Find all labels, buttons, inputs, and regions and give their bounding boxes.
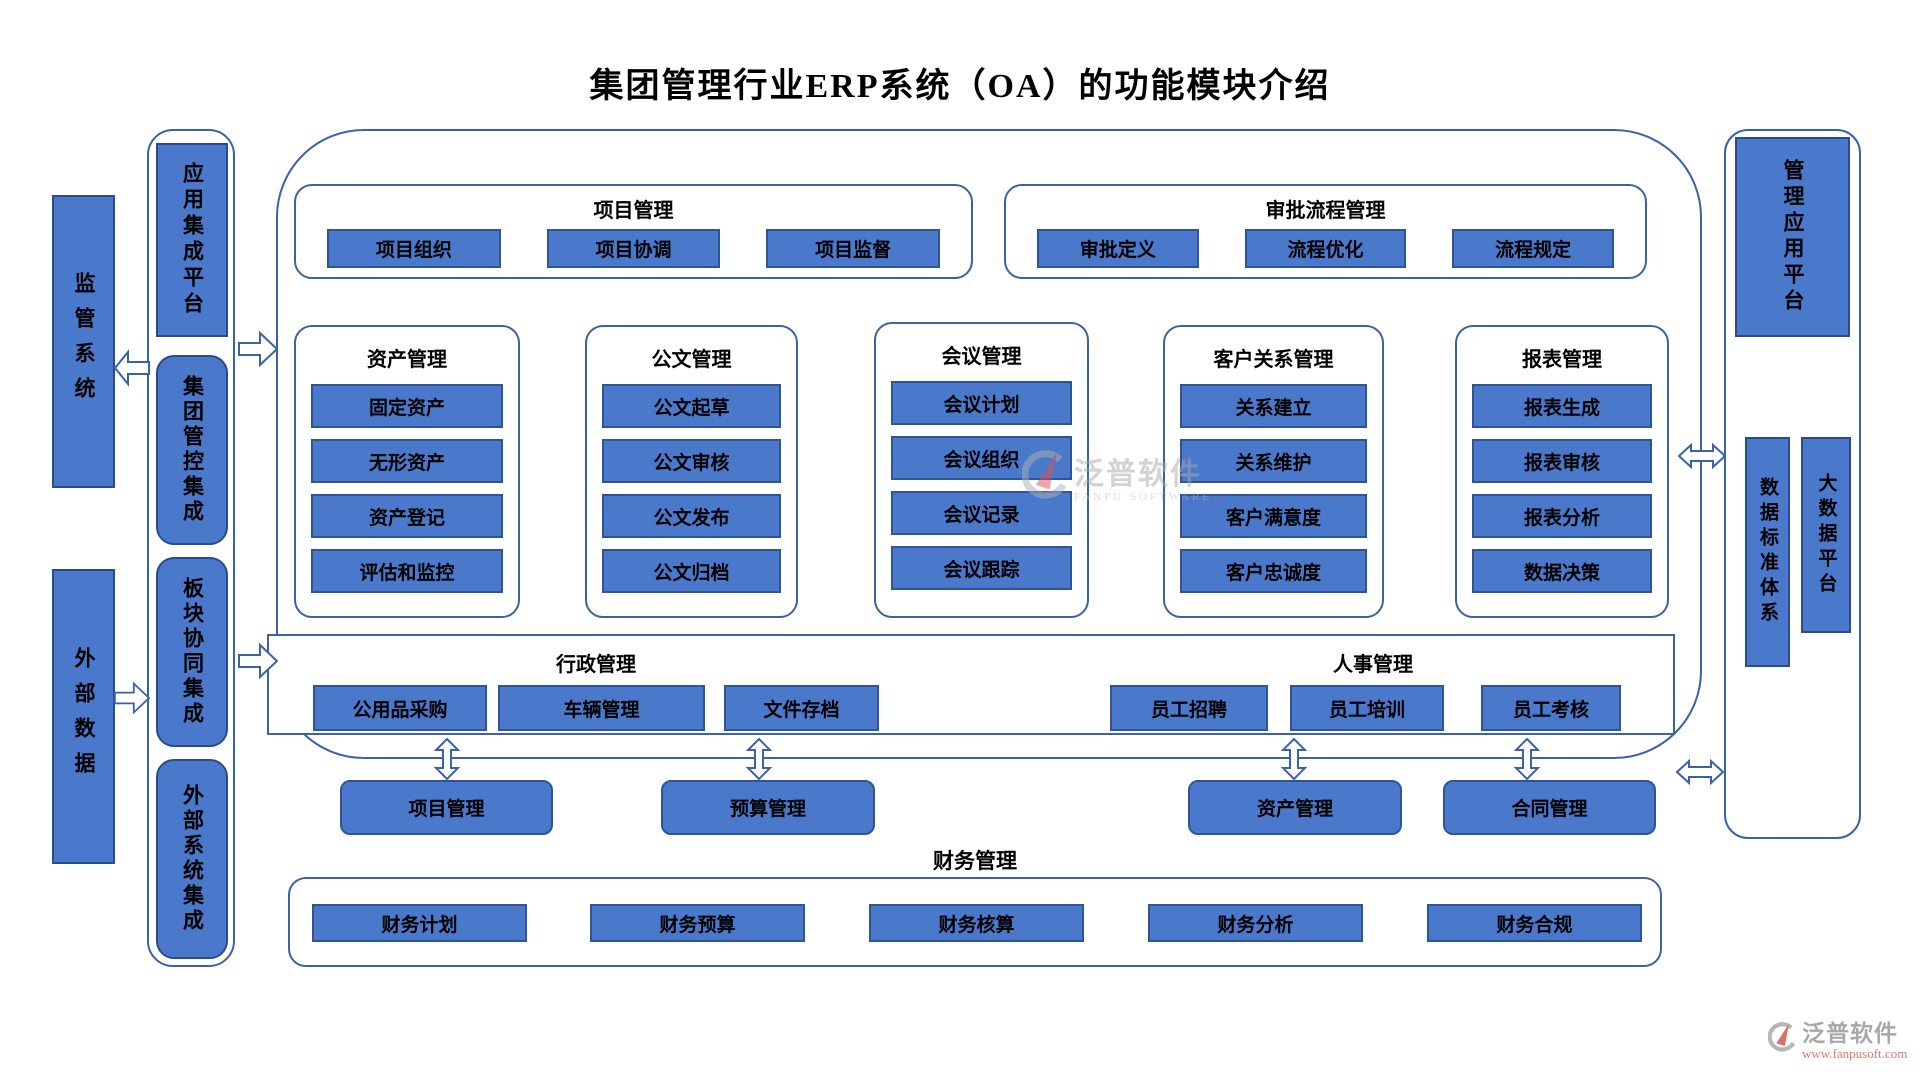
module-chip-project-coord[interactable]: 项目协调: [546, 229, 721, 268]
linked-module-project-management[interactable]: 项目管理: [340, 780, 553, 835]
node-label: 大数据平台: [1815, 472, 1837, 598]
node-data-standard-system[interactable]: 数据标准体系: [1745, 437, 1790, 667]
module-chip-finance-analysis[interactable]: 财务分析: [1148, 904, 1363, 942]
linked-module-contract-management[interactable]: 合同管理: [1443, 780, 1656, 835]
module-chip-customer-satisfaction[interactable]: 客户满意度: [1180, 494, 1367, 538]
module-chip-report-generate[interactable]: 报表生成: [1472, 384, 1652, 428]
section-title: 项目管理: [593, 200, 674, 222]
module-chip-file-archive[interactable]: 文件存档: [724, 685, 879, 731]
watermark-corner: 泛普软件 www.fanpusoft.com: [1767, 1020, 1908, 1063]
module-chip-meeting-org[interactable]: 会议组织: [891, 436, 1072, 480]
module-chip-doc-draft[interactable]: 公文起草: [602, 384, 781, 428]
section-title: 客户关系管理: [1213, 349, 1334, 371]
module-chip-doc-publish[interactable]: 公文发布: [602, 494, 781, 538]
module-chip-report-analysis[interactable]: 报表分析: [1472, 494, 1652, 538]
node-label: 监管系统: [72, 271, 96, 412]
button-row: 审批定义 流程优化 流程规定: [1006, 229, 1645, 279]
module-chip-recruiting[interactable]: 员工招聘: [1110, 685, 1268, 731]
module-chip-appraisal[interactable]: 员工考核: [1481, 685, 1621, 731]
module-chip-evaluation-monitoring[interactable]: 评估和监控: [311, 549, 503, 593]
arrow-link-contract: [1514, 738, 1540, 780]
node-label: 应用集成平台: [180, 162, 205, 318]
module-chip-vehicle-management[interactable]: 车辆管理: [498, 685, 705, 731]
module-chip-finance-plan[interactable]: 财务计划: [312, 904, 527, 942]
section-asset-management: 资产管理 固定资产 无形资产 资产登记 评估和监控: [294, 325, 520, 618]
arrow-link-asset: [1281, 738, 1307, 780]
module-chip-report-review[interactable]: 报表审核: [1472, 439, 1652, 483]
module-chip-doc-review[interactable]: 公文审核: [602, 439, 781, 483]
watermark-brand: 泛普软件: [1074, 457, 1202, 491]
module-chip-project-org[interactable]: 项目组织: [327, 229, 501, 268]
linked-module-asset-management[interactable]: 资产管理: [1188, 780, 1402, 835]
page-title: 集团管理行业ERP系统（OA）的功能模块介绍: [589, 68, 1331, 105]
module-chip-relation-maintain[interactable]: 关系维护: [1180, 439, 1367, 483]
arrow-integration-to-main-bottom: [238, 642, 278, 680]
fanpu-logo-icon: [1021, 448, 1068, 513]
module-chip-asset-registration[interactable]: 资产登记: [311, 494, 503, 538]
section-title-admin: 行政管理: [556, 654, 636, 676]
module-chip-relation-build[interactable]: 关系建立: [1180, 384, 1367, 428]
node-group-control-integration[interactable]: 集团管控集成: [156, 355, 228, 545]
node-label: 集团管控集成: [180, 375, 205, 525]
section-title-finance: 财务管理: [933, 849, 1017, 873]
node-management-app-platform[interactable]: 管理应用平台: [1735, 137, 1850, 337]
arrow-link-project: [434, 738, 460, 780]
node-external-data[interactable]: 外部数据: [52, 569, 115, 864]
module-chip-doc-archive[interactable]: 公文归档: [602, 549, 781, 593]
button-row: 项目组织 项目协调 项目监督: [296, 229, 971, 279]
node-supervision-system[interactable]: 监管系统: [52, 195, 115, 488]
arrow-external-data-to-integration: [114, 678, 150, 718]
node-label: 板块协同集成: [180, 577, 205, 727]
section-approval-workflow: 审批流程管理 审批定义 流程优化 流程规定: [1004, 184, 1647, 279]
section-admin-hr: 行政管理 人事管理 公用品采购 车辆管理 文件存档 员工招聘 员工培训 员工考核: [267, 634, 1675, 735]
module-chip-finance-budget[interactable]: 财务预算: [590, 904, 805, 942]
module-chip-workflow-rules[interactable]: 流程规定: [1452, 229, 1615, 268]
watermark-center: 泛普软件 FANPU SOFTWARE: [1021, 448, 1213, 513]
arrow-link-budget: [746, 738, 772, 780]
module-chip-data-decision[interactable]: 数据决策: [1472, 549, 1652, 593]
section-title: 资产管理: [367, 349, 447, 371]
node-label: 数据标准体系: [1757, 477, 1778, 627]
node-big-data-platform[interactable]: 大数据平台: [1801, 437, 1851, 633]
linked-module-budget-management[interactable]: 预算管理: [661, 780, 875, 835]
section-document-management: 公文管理 公文起草 公文审核 公文发布 公文归档: [585, 325, 798, 618]
module-chip-meeting-plan[interactable]: 会议计划: [891, 381, 1072, 425]
section-title-hr: 人事管理: [1333, 654, 1413, 676]
module-chip-finance-accounting[interactable]: 财务核算: [869, 904, 1084, 942]
section-finance: 财务计划 财务预算 财务核算 财务分析 财务合规: [288, 877, 1662, 967]
section-project-management: 项目管理 项目组织 项目协调 项目监督: [294, 184, 973, 279]
module-chip-training[interactable]: 员工培训: [1290, 685, 1444, 731]
fanpu-logo-icon: [1767, 1020, 1796, 1063]
node-label: 管理应用平台: [1781, 159, 1805, 315]
watermark-url: www.fanpusoft.com: [1802, 1046, 1908, 1062]
module-chip-fixed-assets[interactable]: 固定资产: [311, 384, 503, 428]
module-chip-finance-compliance[interactable]: 财务合规: [1427, 904, 1642, 942]
section-title: 会议管理: [941, 346, 1022, 368]
module-chip-office-supplies[interactable]: 公用品采购: [313, 685, 487, 731]
module-chip-project-supervision[interactable]: 项目监督: [766, 229, 941, 268]
module-chip-approval-definition[interactable]: 审批定义: [1037, 229, 1199, 268]
arrow-left-to-supervision: [114, 348, 150, 388]
node-label: 外部数据: [72, 646, 96, 787]
watermark-brand-en: FANPU SOFTWARE: [1074, 490, 1213, 503]
arrow-main-platform-top: [1678, 440, 1726, 472]
node-app-integration-platform[interactable]: 应用集成平台: [156, 143, 228, 337]
node-label: 外部系统集成: [180, 784, 205, 934]
watermark-brand: 泛普软件: [1802, 1020, 1898, 1046]
section-title: 报表管理: [1522, 349, 1602, 371]
module-chip-meeting-followup[interactable]: 会议跟踪: [891, 546, 1072, 590]
section-report-management: 报表管理 报表生成 报表审核 报表分析 数据决策: [1455, 325, 1669, 618]
node-external-system-integration[interactable]: 外部系统集成: [156, 759, 228, 959]
section-customer-relationship: 客户关系管理 关系建立 关系维护 客户满意度 客户忠诚度: [1163, 325, 1384, 618]
section-title: 公文管理: [651, 349, 732, 371]
module-chip-intangible-assets[interactable]: 无形资产: [311, 439, 503, 483]
section-title: 审批流程管理: [1265, 200, 1386, 222]
module-chip-customer-loyalty[interactable]: 客户忠诚度: [1180, 549, 1367, 593]
arrow-integration-to-main-top: [238, 330, 278, 368]
arrow-main-platform-bottom: [1676, 756, 1724, 788]
node-board-collaboration-integration[interactable]: 板块协同集成: [156, 557, 228, 747]
module-chip-workflow-optimization[interactable]: 流程优化: [1244, 229, 1407, 268]
